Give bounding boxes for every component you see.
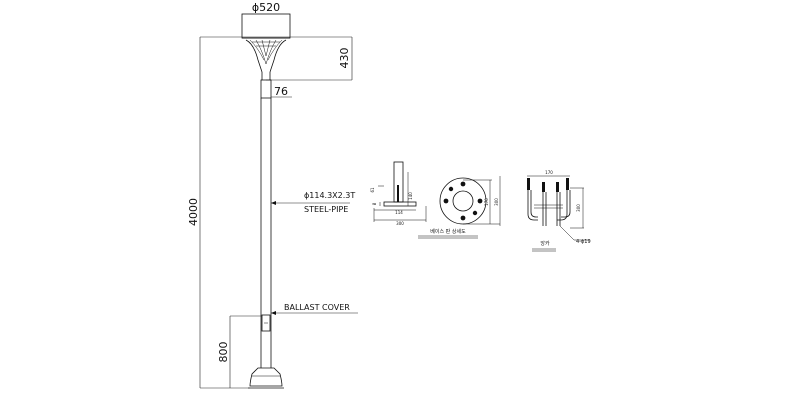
- neck-collar: [260, 79, 272, 99]
- neck-label: 76: [274, 85, 288, 98]
- bp-side-b-label: 170: [484, 198, 489, 206]
- base-plate-caption: 베이스 판 상세도: [430, 228, 466, 235]
- lower-height-dimension: [229, 315, 262, 388]
- anchor-side-label: 300: [576, 204, 581, 212]
- pole-base: [248, 367, 284, 389]
- anchor-bolts: [527, 175, 584, 229]
- bp-small-left2-label: 8: [372, 202, 377, 205]
- anchor-top-label: 170: [545, 170, 553, 175]
- base-plate-plan: [439, 176, 501, 226]
- lower-height-label: 800: [217, 342, 230, 363]
- bp-outer-width-label: 300: [396, 221, 404, 226]
- base-plate-elevation: [373, 161, 427, 222]
- pipe-material-label: STEEL-PIPE: [304, 205, 348, 214]
- pipe-callout: [271, 201, 350, 205]
- pipe-spec-label: ϕ114.3X2.3T: [304, 191, 355, 200]
- pole-shaft: [260, 98, 272, 368]
- anchor-caption: 앙카: [540, 240, 550, 247]
- head-height-dimension: [200, 36, 353, 81]
- ballast-door: [261, 314, 271, 332]
- bp-inner-width-label: 114: [395, 210, 403, 215]
- anchor-bolt-spec: 4-ϕ19: [576, 239, 591, 245]
- total-height-label: 4000: [187, 198, 200, 226]
- bp-small-left-label: 61: [370, 187, 375, 193]
- head-diameter-label: ϕ520: [252, 1, 280, 14]
- lamp-head: [241, 13, 291, 80]
- ballast-callout: [271, 311, 358, 315]
- ballast-cover-label: BALLAST COVER: [284, 303, 350, 312]
- bp-side-c-label: 300: [494, 198, 499, 206]
- head-height-label: 430: [338, 48, 351, 69]
- total-height-dimension: [199, 37, 250, 389]
- bp-side-a-label: 140: [408, 192, 413, 200]
- anchor-bolt-callout: [559, 225, 590, 241]
